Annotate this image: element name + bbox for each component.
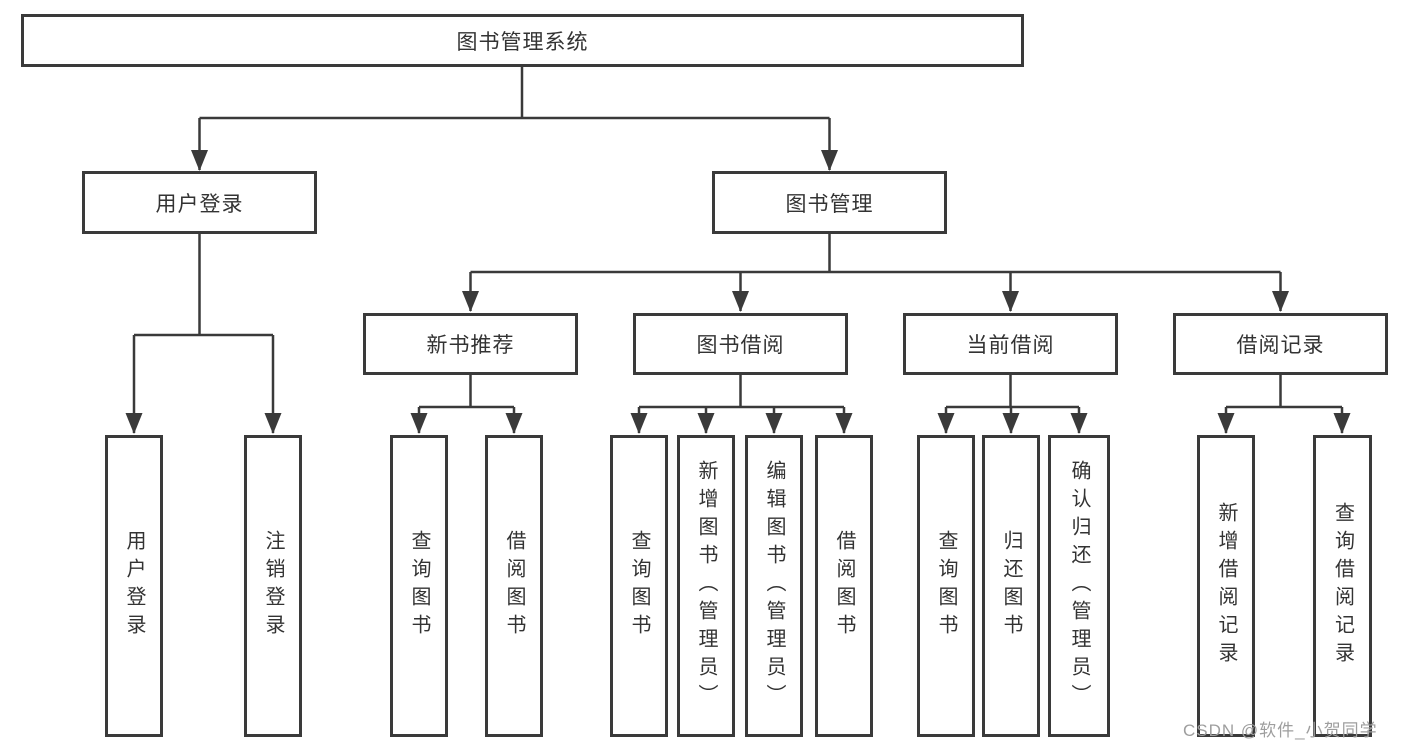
node-book-management-system: 图书管理系统 (21, 14, 1024, 67)
leaf-borrow-books-1: 借阅图书 (485, 435, 543, 737)
leaf-label: 编辑图书（管理员） (763, 460, 785, 712)
watermark: CSDN @软件_小贺同学 (1183, 721, 1378, 740)
leaf-label: 借阅图书 (833, 530, 855, 642)
node-current-borrow: 当前借阅 (903, 313, 1118, 375)
leaf-add-borrow-record: 新增借阅记录 (1197, 435, 1255, 737)
leaf-label: 新增图书（管理员） (695, 460, 717, 712)
leaf-label: 归还图书 (1000, 530, 1022, 642)
leaf-query-books-3: 查询图书 (917, 435, 975, 737)
node-book-management: 图书管理 (712, 171, 947, 234)
leaf-label: 借阅图书 (503, 530, 525, 642)
leaf-label: 新增借阅记录 (1215, 502, 1237, 670)
node-book-borrow: 图书借阅 (633, 313, 848, 375)
leaf-label: 查询图书 (935, 530, 957, 642)
leaf-label: 查询借阅记录 (1331, 502, 1354, 670)
leaf-edit-books-admin: 编辑图书（管理员） (745, 435, 803, 737)
node-new-book-recommend: 新书推荐 (363, 313, 578, 375)
leaf-label: 用户登录 (123, 530, 145, 642)
leaf-label: 查询图书 (628, 530, 650, 642)
leaf-user-login: 用户登录 (105, 435, 163, 737)
leaf-query-borrow-record: 查询借阅记录 (1313, 435, 1372, 737)
leaf-label: 确认归还（管理员） (1068, 460, 1090, 712)
leaf-label: 查询图书 (408, 530, 430, 642)
leaf-query-books-1: 查询图书 (390, 435, 448, 737)
leaf-label: 注销登录 (262, 530, 284, 642)
leaf-confirm-return-admin: 确认归还（管理员） (1048, 435, 1110, 737)
leaf-add-books-admin: 新增图书（管理员） (677, 435, 735, 737)
node-user-login: 用户登录 (82, 171, 317, 234)
leaf-borrow-books-2: 借阅图书 (815, 435, 873, 737)
node-borrow-records: 借阅记录 (1173, 313, 1388, 375)
leaf-logout: 注销登录 (244, 435, 302, 737)
leaf-query-books-2: 查询图书 (610, 435, 668, 737)
leaf-return-books: 归还图书 (982, 435, 1040, 737)
